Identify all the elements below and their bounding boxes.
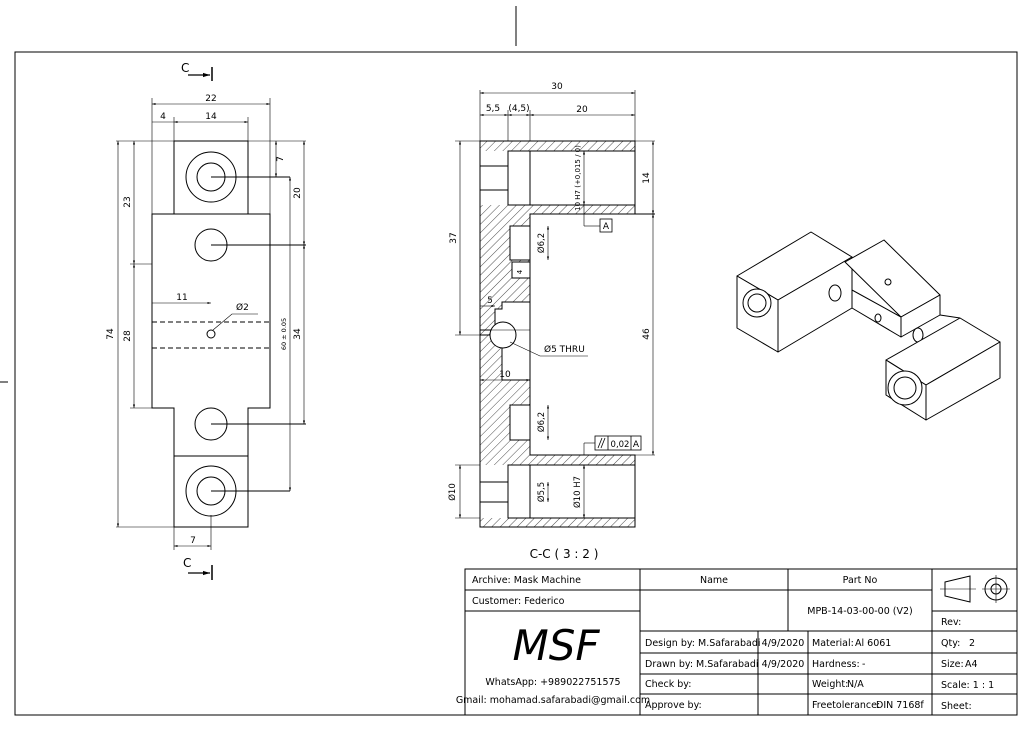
dim-hole-dia: Ø2 <box>236 302 249 313</box>
dim-dia-6-2-bottom: Ø6,2 <box>536 412 547 432</box>
material-label: Material: <box>812 638 854 649</box>
dim-height-total: 74 <box>106 328 116 340</box>
dim-right-20: 20 <box>293 187 303 199</box>
name-header: Name <box>700 575 728 586</box>
freetol-label: Freetolerance: <box>812 700 880 711</box>
hardness-value: - <box>862 659 865 670</box>
weight-value: N/A <box>847 679 864 690</box>
approve-by: Approve by: <box>645 700 702 711</box>
section-marker-top: C <box>181 61 189 75</box>
title-block <box>464 568 1018 716</box>
scale-label: Scale: 1 : 1 <box>941 680 994 691</box>
sheet-label: Sheet: <box>941 701 972 712</box>
partno-header: Part No <box>843 575 878 586</box>
dim-height-upper: 23 <box>123 196 133 207</box>
dim-bore-top: 10 H7 (+0,015 / 0) <box>574 145 582 211</box>
dim-tol-60: 60 ± 0.05 <box>280 318 288 350</box>
section-marker-bottom: C <box>183 556 191 570</box>
dim-width-overall: 22 <box>205 94 216 104</box>
datum-label: A <box>603 222 610 232</box>
dim-thru-hole: Ø5 THRU <box>544 344 585 355</box>
drawn-by: Drawn by: M.Safarabadi <box>645 659 759 670</box>
front-view <box>116 67 306 580</box>
dim-width-inner: 14 <box>205 112 217 122</box>
dim-width-10: 10 <box>499 370 511 380</box>
dim-left-4-5: (4,5) <box>508 104 529 114</box>
dim-overall-30: 30 <box>551 82 563 92</box>
dim-small-4: 4 <box>516 269 524 274</box>
partno-value: MPB-14-03-00-00 (V2) <box>807 606 912 617</box>
dim-right-20: 20 <box>576 105 588 115</box>
title-block-text: Archive: Mask Machine Customer: Federico… <box>456 575 994 712</box>
dim-right-34: 34 <box>293 328 303 340</box>
gmail-contact: Gmail: mohamad.safarabadi@gmail.com <box>456 695 650 706</box>
parallel-datum-ref: A <box>633 440 640 450</box>
dim-small-5: 5 <box>487 296 492 306</box>
freetol-value: DIN 7168f <box>876 700 924 711</box>
dim-height-46: 46 <box>642 328 652 340</box>
design-date: 4/9/2020 <box>762 638 805 649</box>
dim-bore-offset-top: 7 <box>276 156 286 162</box>
front-view-labels: C C 22 14 4 7 74 23 28 20 34 60 ± 0.05 1… <box>106 61 303 570</box>
customer-label: Customer: Federico <box>472 596 565 607</box>
section-view <box>455 90 655 528</box>
dim-right-14: 14 <box>642 172 652 184</box>
dim-height-middle: 28 <box>123 330 133 342</box>
dim-left-5-5: 5,5 <box>486 104 500 114</box>
section-view-title: C-C ( 3 : 2 ) <box>530 547 599 561</box>
material-value: Al 6061 <box>855 638 891 649</box>
company-logo: MSF <box>512 621 600 670</box>
parallelism-frame <box>594 435 642 451</box>
isometric-view <box>736 231 1001 421</box>
dim-dia-5-5: Ø5,5 <box>536 482 547 502</box>
dim-height-37: 37 <box>449 232 459 243</box>
rev-label: Rev: <box>941 617 961 628</box>
parallel-tolerance: 0,02 <box>611 440 630 450</box>
dim-dia-6-2-top: Ø6,2 <box>536 233 547 253</box>
hardness-label: Hardness: <box>812 659 860 670</box>
front-view-outline <box>151 140 271 528</box>
check-by: Check by: <box>645 679 691 690</box>
design-by: Design by: M.Safarabadi <box>645 638 760 649</box>
whatsapp-contact: WhatsApp: +989022751575 <box>485 677 620 688</box>
dim-bottom-7: 7 <box>190 536 196 546</box>
dim-hole-x: 11 <box>176 293 187 303</box>
dim-bore-bottom: Ø10 H7 <box>572 476 583 508</box>
projection-symbol-icon <box>944 575 971 603</box>
size-value: A4 <box>965 659 978 670</box>
section-thru-hole <box>489 321 517 349</box>
archive-label: Archive: Mask Machine <box>472 575 581 586</box>
weight-label: Weight: <box>812 679 848 690</box>
dim-dia-10-left: Ø10 <box>447 483 458 501</box>
front-hole-small <box>206 329 216 339</box>
qty-value: 2 <box>969 638 975 649</box>
section-view-labels: 30 5,5 (4,5) 20 14 37 46 10 H7 (+0,015 /… <box>447 82 652 561</box>
drawn-date: 4/9/2020 <box>762 659 805 670</box>
qty-label: Qty: <box>941 638 960 649</box>
size-label: Size: <box>941 659 964 670</box>
dim-offset-left: 4 <box>160 112 166 122</box>
